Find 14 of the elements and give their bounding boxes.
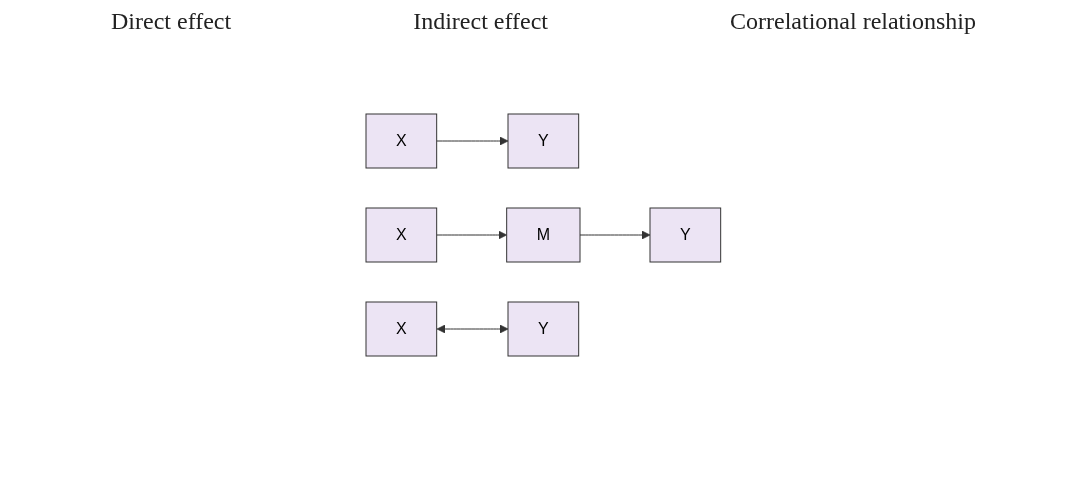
arrow bbox=[436, 136, 509, 146]
section-heading: Direct effect bbox=[111, 8, 232, 35]
section-heading: Indirect effect bbox=[413, 8, 548, 35]
arrow bbox=[579, 230, 651, 240]
node-box: Y bbox=[507, 301, 580, 357]
node-box: Y bbox=[507, 113, 580, 169]
node-box: Y bbox=[649, 207, 722, 263]
node-box: M bbox=[506, 207, 581, 263]
arrow bbox=[436, 230, 508, 240]
node-box: X bbox=[365, 113, 438, 169]
node-box: X bbox=[365, 301, 438, 357]
section-heading: Correlational relationship bbox=[730, 8, 976, 35]
node-box: X bbox=[365, 207, 438, 263]
arrow bbox=[436, 324, 509, 334]
